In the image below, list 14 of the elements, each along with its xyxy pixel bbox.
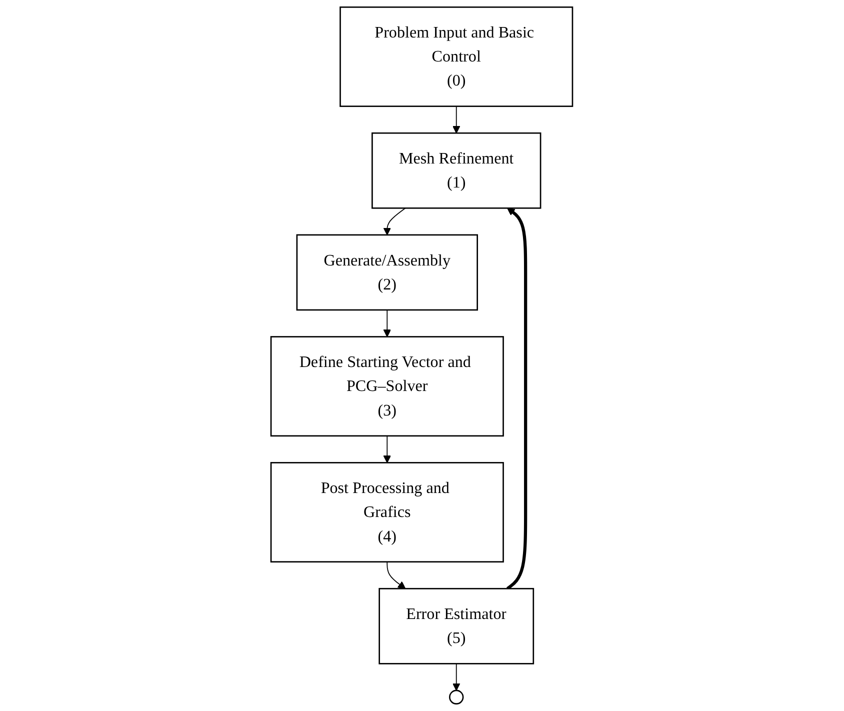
node-box: Post Processing and Grafics (4) <box>270 462 504 562</box>
node-box: Define Starting Vector and PCG–Solver (3) <box>270 336 504 437</box>
node-box: Error Estimator (5) <box>378 588 534 664</box>
node-box: Mesh Refinement (1) <box>372 132 542 209</box>
arrow <box>452 106 461 134</box>
arrow <box>383 208 406 236</box>
node-box: Problem Input and Basic Control (0) <box>340 6 574 107</box>
arrow <box>383 310 392 338</box>
arrow <box>452 663 461 691</box>
arrow <box>383 435 392 464</box>
arrow <box>386 561 406 589</box>
node-circle <box>449 690 464 705</box>
arrow <box>506 208 528 590</box>
node-box: Generate/Assembly (2) <box>296 234 478 311</box>
